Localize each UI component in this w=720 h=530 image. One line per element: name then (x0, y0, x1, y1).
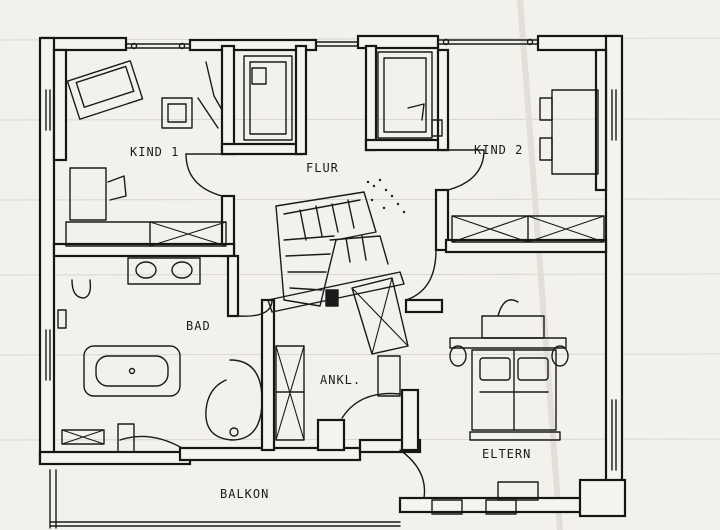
room-label-flur: FLUR (306, 161, 339, 175)
bath-furniture (57, 257, 305, 453)
room-label-eltern: ELTERN (482, 447, 531, 461)
room-label-kind2: KIND 2 (474, 143, 523, 157)
room-label-ankl: ANKL. (320, 373, 361, 387)
kind2-furniture (377, 51, 605, 243)
interior-walls (52, 44, 608, 452)
eltern-furniture (377, 299, 569, 501)
kind1-furniture (65, 55, 293, 247)
room-label-bad: BAD (186, 319, 211, 333)
doors (119, 149, 485, 499)
staircase (267, 178, 409, 355)
outer-walls (38, 34, 627, 518)
windows (45, 38, 617, 471)
room-label-balkon: BALKON (220, 487, 269, 501)
room-labels: KIND 1 FLUR KIND 2 BAD ANKL. ELTERN BALK… (130, 143, 531, 501)
balcony (49, 469, 517, 529)
room-label-kind1: KIND 1 (130, 145, 179, 159)
